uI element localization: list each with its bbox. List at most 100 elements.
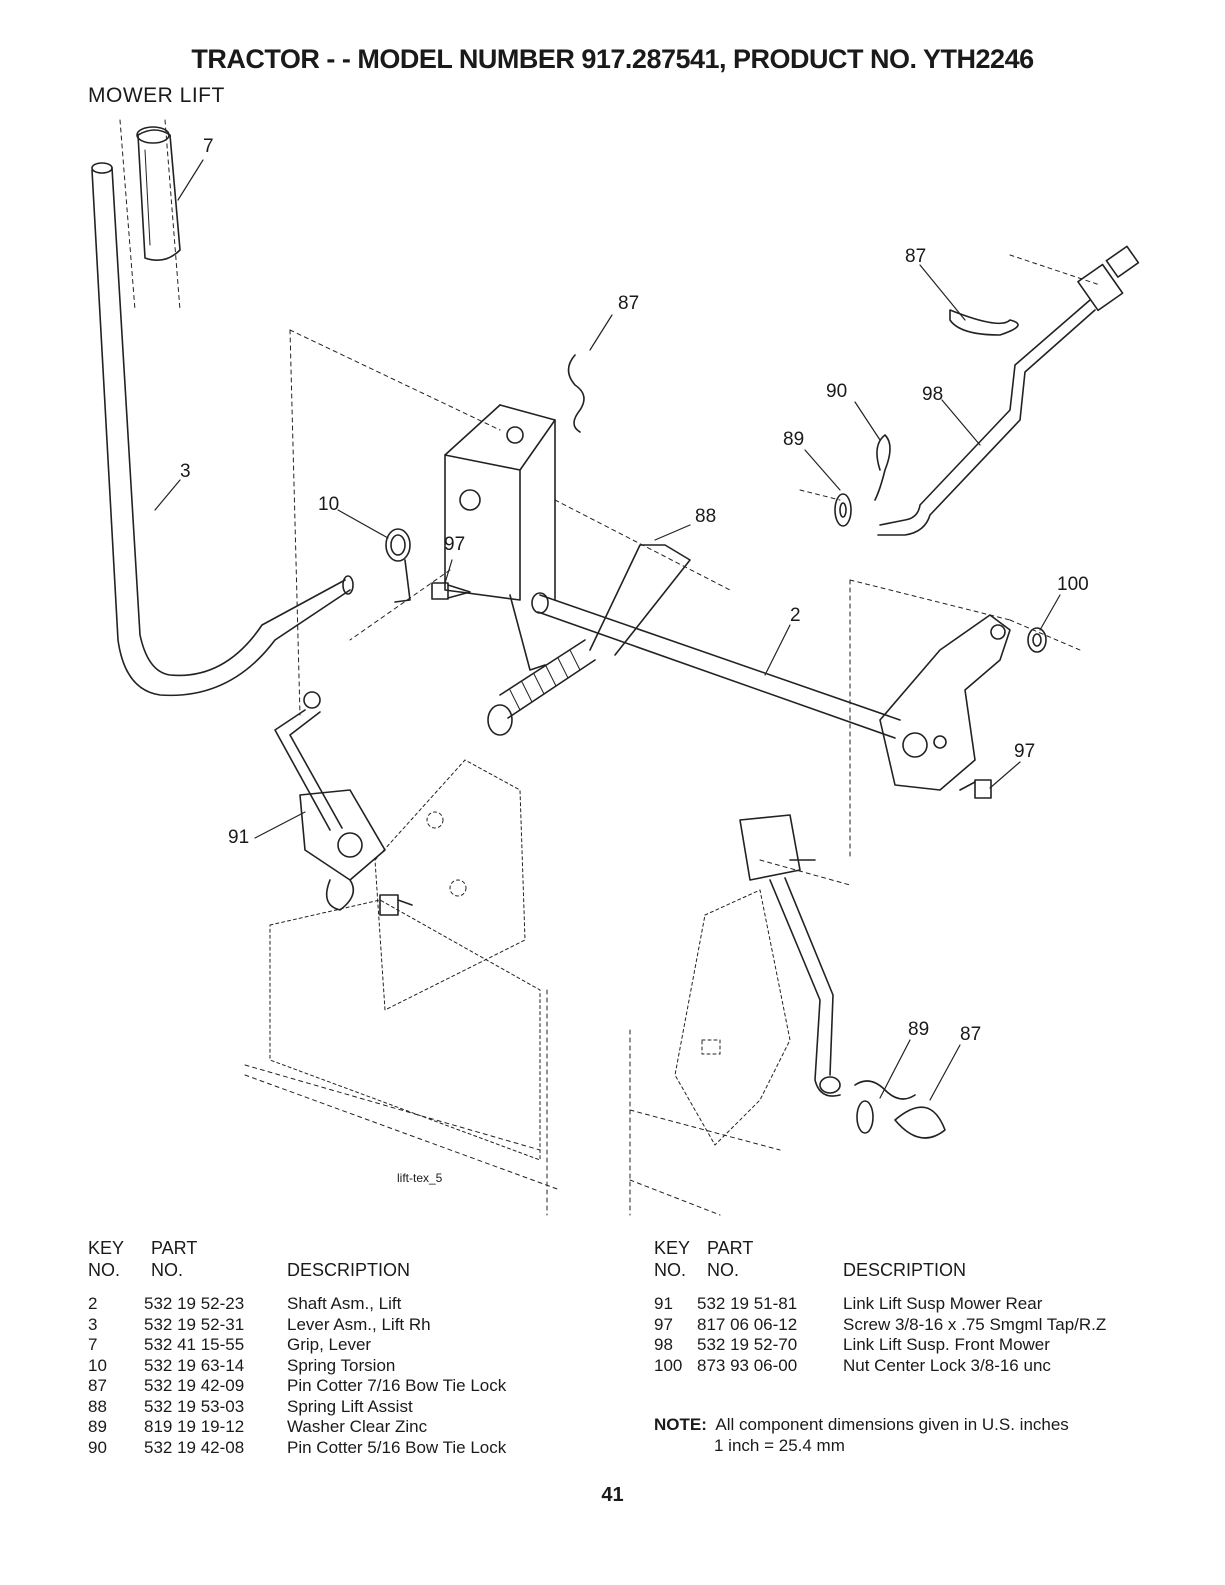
guide-lines (244, 254, 1101, 1216)
note-label: NOTE: (654, 1415, 707, 1434)
part-description: Spring Torsion (287, 1355, 396, 1375)
leader-lines (154, 159, 1061, 1101)
callout-88: 88 (695, 506, 716, 527)
grip-lever-part (119, 119, 181, 311)
part-no-header-right: NO. (707, 1260, 740, 1280)
part-no: 532 19 42-09 (144, 1376, 245, 1395)
part-no: 532 41 15-55 (144, 1335, 245, 1354)
key-no: 2 (88, 1294, 98, 1313)
part-description: Washer Clear Zinc (287, 1417, 428, 1436)
cotter-pin-part (567, 309, 1019, 1139)
part-no: 532 19 52-70 (697, 1335, 798, 1354)
screw-part (431, 582, 471, 600)
lower-link-part (739, 814, 841, 1097)
part-header-right: PART (707, 1238, 754, 1258)
callout-91: 91 (228, 827, 249, 848)
table-row: 89 819 19 19-12 Washer Clear Zinc (88, 1417, 608, 1437)
table-row: 91 532 19 51-81 Link Lift Susp Mower Rear (654, 1294, 1174, 1314)
callout-90: 90 (826, 381, 847, 402)
callout-98: 98 (922, 384, 943, 405)
description-header-right: DESCRIPTION (843, 1260, 967, 1280)
part-no: 532 19 42-08 (144, 1437, 245, 1457)
callout-89-lower: 89 (908, 1019, 929, 1040)
rear-link-part (274, 691, 413, 916)
diagram-caption: lift-tex_5 (397, 1171, 443, 1185)
part-no: 532 19 53-03 (144, 1396, 245, 1416)
part-no: 532 19 63-14 (144, 1355, 245, 1375)
part-description: Nut Center Lock 3/8-16 unc (843, 1355, 1051, 1375)
key-no: 3 (88, 1314, 98, 1334)
part-header: PART (151, 1238, 198, 1258)
part-description: Lever Asm., Lift Rh (287, 1314, 431, 1334)
part-no: 532 19 51-81 (697, 1294, 798, 1313)
table-row: 87 532 19 42-09 Pin Cotter 7/16 Bow Tie Lo… (88, 1376, 608, 1396)
callout-87-lower: 87 (960, 1024, 981, 1045)
callout-2: 2 (790, 605, 801, 626)
table-row: 3 532 19 52-31 Lever Asm., Lift Rh (88, 1315, 608, 1335)
callout-3: 3 (180, 461, 191, 482)
key-no: 89 (88, 1417, 107, 1436)
table-row: 2 532 19 52-23 Shaft Asm., Lift (88, 1294, 608, 1314)
key-no-header: NO. (88, 1260, 121, 1280)
part-no: 819 19 19-12 (144, 1417, 245, 1436)
key-no: 91 (654, 1294, 673, 1313)
part-description: Pin Cotter 7/16 Bow Tie Lock (287, 1376, 507, 1395)
key-no-header-right: NO. (654, 1260, 687, 1280)
part-description: Screw 3/8-16 x .75 Smgml Tap/R.Z (843, 1314, 1107, 1334)
callout-89: 89 (783, 429, 804, 450)
part-description: Grip, Lever (287, 1335, 372, 1354)
callout-97: 97 (444, 534, 465, 555)
page-number: 41 (601, 1484, 624, 1506)
part-description: Link Lift Susp. Front Mower (843, 1335, 1050, 1354)
note-line-1: All component dimensions given in U.S. i… (715, 1415, 1069, 1434)
part-no: 532 19 52-31 (144, 1314, 245, 1334)
callout-87: 87 (618, 293, 639, 314)
key-no: 90 (88, 1437, 107, 1457)
torsion-spring-part (385, 528, 411, 603)
table-row: 100 873 93 06-00 Nut Center Lock 3/8-16 un… (654, 1356, 1174, 1376)
part-no: 873 93 06-00 (697, 1355, 798, 1375)
key-no: 7 (88, 1335, 98, 1354)
parts-table-right: KEY NO. PART NO. DESCRIPTION 91 532 19 51… (654, 1238, 1174, 1378)
part-no: 817 06 06-12 (697, 1314, 798, 1334)
part-description: Link Lift Susp Mower Rear (843, 1294, 1043, 1313)
key-no: 10 (88, 1355, 107, 1375)
lift-assist-spring-part (487, 544, 691, 736)
key-header: KEY (88, 1238, 125, 1258)
section-title: MOWER LIFT (88, 84, 225, 107)
part-description: Pin Cotter 5/16 Bow Tie Lock (287, 1437, 507, 1457)
washer-part (834, 434, 891, 1134)
nut-part (1027, 627, 1047, 653)
callout-97-right: 97 (1014, 741, 1035, 762)
key-header-right: KEY (654, 1238, 691, 1258)
note-line-2: 1 inch = 25.4 mm (714, 1436, 845, 1455)
table-row: 7 532 41 15-55 Grip, Lever (88, 1335, 608, 1355)
front-link-part (877, 245, 1140, 536)
callout-10: 10 (318, 494, 339, 515)
table-row: 98 532 19 52-70 Link Lift Susp. Front Mowe… (654, 1335, 1174, 1355)
page-title: TRACTOR - - MODEL NUMBER 917.287541, PRO… (191, 44, 1034, 74)
lift-arm-part (879, 614, 1011, 791)
note-block: NOTE: All component dimensions given in … (654, 1414, 1069, 1456)
part-no: 532 19 52-23 (144, 1294, 245, 1313)
lift-lever-part (91, 162, 354, 697)
right-deck-plate-part (674, 889, 791, 1146)
lift-bracket-part (444, 404, 556, 671)
callout-7: 7 (203, 136, 214, 157)
table-row: 90 532 19 42-08 Pin Cotter 5/16 Bow Tie Lo… (88, 1438, 608, 1458)
part-no-header: NO. (151, 1260, 184, 1280)
part-description: Shaft Asm., Lift (287, 1294, 402, 1313)
left-deck-plate-part (269, 759, 541, 1161)
table-row: 10 532 19 63-14 Spring Torsion (88, 1356, 608, 1376)
part-description: Spring Lift Assist (287, 1396, 413, 1416)
key-no: 97 (654, 1314, 673, 1334)
key-no: 87 (88, 1376, 107, 1395)
screw-part-right (959, 779, 992, 799)
callout-87-right: 87 (905, 246, 926, 267)
key-no: 98 (654, 1335, 673, 1354)
key-no: 100 (654, 1355, 683, 1375)
callout-100: 100 (1057, 574, 1089, 595)
